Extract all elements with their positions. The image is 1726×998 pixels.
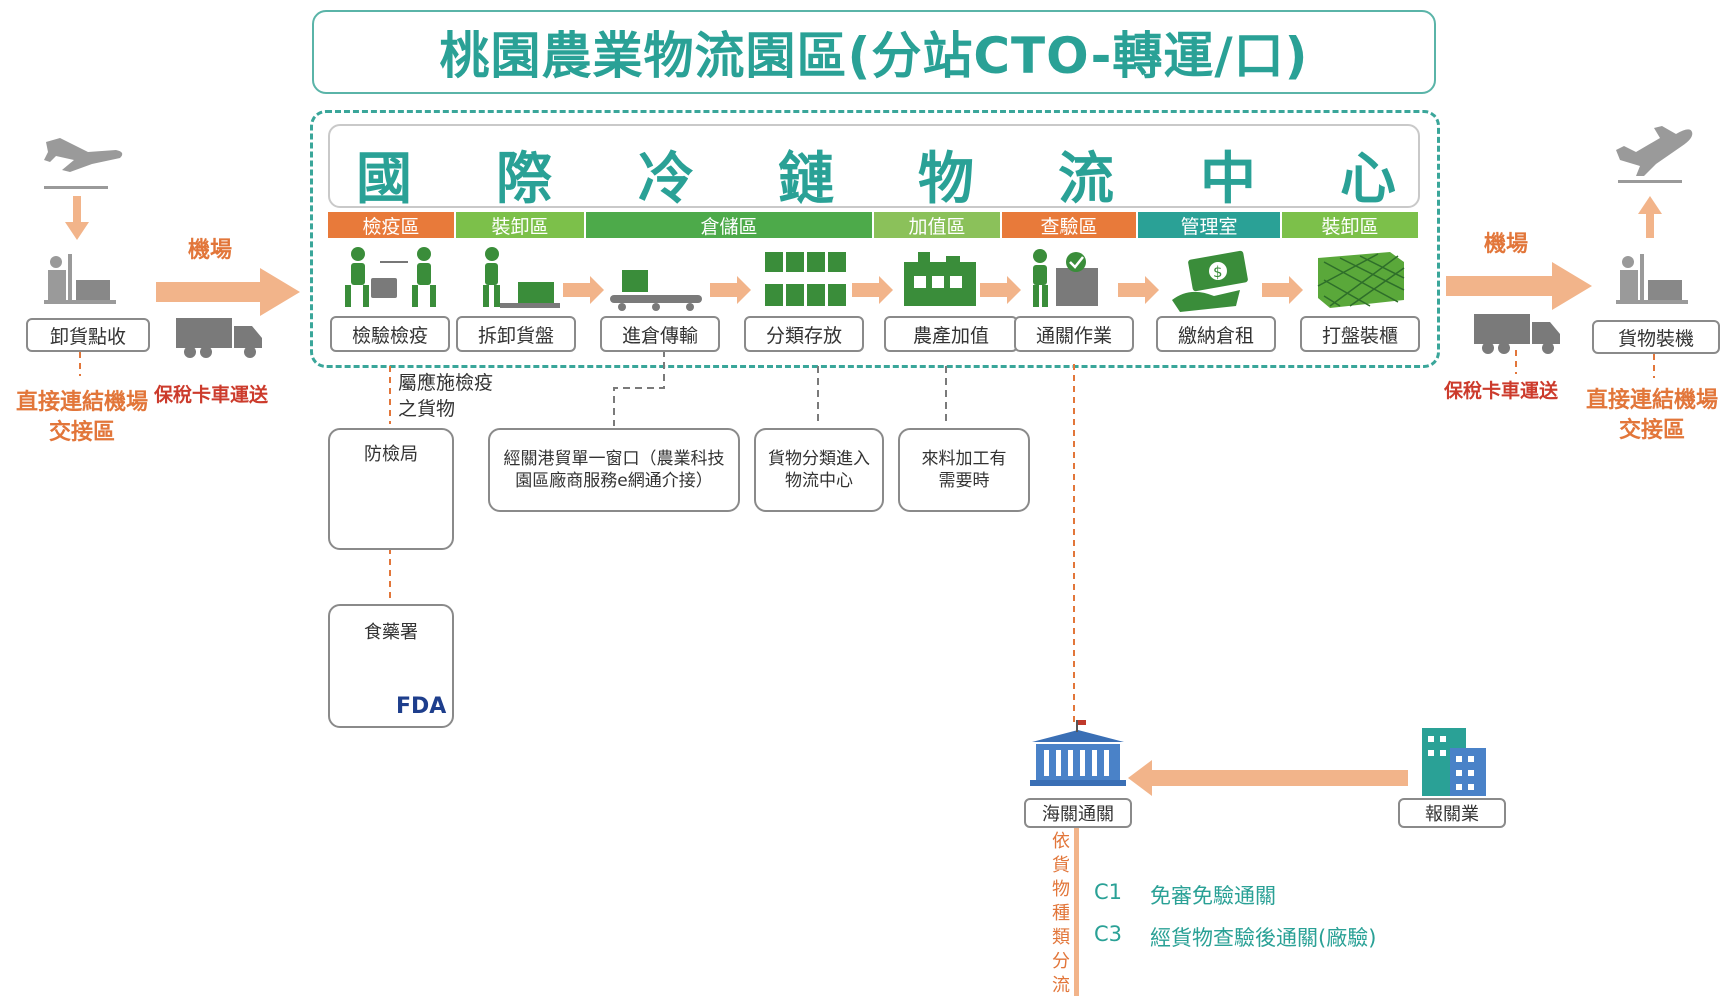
step-value-added: 農產加值 bbox=[884, 316, 1018, 352]
arrow-icon bbox=[852, 276, 893, 304]
center-char: 冷 bbox=[638, 147, 694, 212]
airport-label-right: 機場 bbox=[1484, 232, 1529, 257]
unload-checkin-label: 卸貨點收 bbox=[26, 318, 150, 352]
zone-management: 管理室 bbox=[1138, 212, 1280, 238]
cargo-pallet-icon bbox=[1317, 252, 1405, 308]
money-icon: $ bbox=[1172, 250, 1248, 312]
bonded-truck-label-left: 保稅卡車運送 bbox=[154, 384, 269, 406]
center-char: 鏈 bbox=[778, 147, 834, 212]
step-pay-rent: 繳納倉租 bbox=[1156, 316, 1276, 352]
forklift-right-icon bbox=[1616, 254, 1688, 304]
zone-value-added: 加值區 bbox=[874, 212, 1000, 238]
zone-storage: 倉儲區 bbox=[586, 212, 872, 238]
quarantine-note: 屬應施檢疫之貨物 bbox=[398, 372, 494, 420]
customs-office-label: 海關通關 bbox=[1024, 798, 1132, 828]
route-note: 依貨物種類分流 bbox=[1052, 831, 1070, 996]
step-warehouse-transfer: 進倉傳輸 bbox=[600, 316, 720, 352]
center-char: 物 bbox=[918, 147, 974, 212]
airport-arrow-right-icon bbox=[1446, 262, 1592, 310]
step-sort-storage: 分類存放 bbox=[744, 316, 864, 352]
center-char: 流 bbox=[1058, 147, 1114, 212]
step-unload-pallet: 拆卸貨盤 bbox=[456, 316, 576, 352]
baphiq-box: 防檢局 bbox=[328, 428, 454, 550]
customs-broker-label: 報關業 bbox=[1398, 798, 1506, 828]
c1-code: C1 bbox=[1094, 880, 1123, 904]
grey-connectors bbox=[613, 350, 947, 426]
center-char: 中 bbox=[1200, 147, 1256, 212]
bonded-truck-label-right: 保稅卡車運送 bbox=[1444, 380, 1559, 402]
airport-label-left: 機場 bbox=[188, 238, 233, 263]
step-customs-clearance: 通關作業 bbox=[1014, 316, 1134, 352]
center-char: 際 bbox=[496, 147, 552, 212]
customs-building-icon bbox=[1030, 720, 1126, 786]
down-arrow-icon bbox=[65, 196, 89, 240]
center-char: 國 bbox=[356, 147, 412, 212]
zone-inspection: 查驗區 bbox=[1002, 212, 1136, 238]
airport-handover-label-right: 直接連結機場交接區 bbox=[1585, 388, 1718, 443]
single-window-note: 經關港貿單一窗口（農業科技園區廠商服務e網通介接） bbox=[488, 428, 740, 512]
fda-box: 食藥署 FDA bbox=[328, 604, 454, 728]
truck-right-icon bbox=[1474, 314, 1560, 354]
c3-code: C3 bbox=[1094, 922, 1123, 946]
arrow-icon bbox=[1118, 276, 1159, 304]
c3-text: 經貨物查驗後通關(廠驗) bbox=[1150, 926, 1377, 950]
truck-left-icon bbox=[176, 318, 262, 358]
customs-officer-icon bbox=[1033, 249, 1098, 307]
svg-text:$: $ bbox=[1213, 263, 1223, 281]
conveyor-icon bbox=[610, 270, 702, 311]
factory-icon bbox=[904, 252, 976, 306]
fda-label: 食藥署 bbox=[364, 622, 418, 643]
baphiq-label: 防檢局 bbox=[364, 444, 418, 465]
zone-quarantine: 檢疫區 bbox=[328, 212, 454, 238]
broker-building-icon bbox=[1422, 728, 1486, 796]
title-box: 桃園農業物流園區(分站CTO-轉運/口) bbox=[312, 10, 1436, 94]
processing-note: 來料加工有需要時 bbox=[898, 428, 1030, 512]
arrow-icon bbox=[563, 276, 604, 304]
c1-text: 免審免驗通關 bbox=[1150, 884, 1276, 908]
airport-handover-label-left: 直接連結機場交接區 bbox=[15, 390, 148, 445]
step-arrows bbox=[563, 276, 1303, 304]
fda-logo-text: FDA bbox=[396, 694, 447, 719]
airplane-takeoff-icon bbox=[1616, 126, 1693, 183]
forklift-left-icon bbox=[44, 254, 116, 304]
orange-connectors bbox=[79, 350, 1655, 724]
arrow-icon bbox=[1262, 276, 1303, 304]
step-inspection: 檢驗檢疫 bbox=[330, 316, 450, 352]
center-char: 心 bbox=[1340, 147, 1396, 212]
zone-loading: 裝卸區 bbox=[456, 212, 584, 238]
page-title: 桃園農業物流園區(分站CTO-轉運/口) bbox=[439, 27, 1309, 85]
up-arrow-icon bbox=[1638, 196, 1662, 238]
route-bar bbox=[1074, 826, 1079, 996]
stacked-boxes-icon bbox=[765, 252, 846, 306]
logistics-center-frame bbox=[310, 110, 1440, 368]
arrow-icon bbox=[710, 276, 751, 304]
airplane-landing-icon bbox=[44, 138, 123, 189]
cargo-loading-label: 貨物裝機 bbox=[1592, 320, 1720, 354]
classify-note: 貨物分類進入物流中心 bbox=[754, 428, 884, 512]
center-name-box: 國 際 冷 鏈 物 流 中 心 bbox=[328, 124, 1420, 212]
broker-to-customs-arrow-icon bbox=[1128, 760, 1408, 796]
pallet-jack-icon bbox=[483, 247, 560, 308]
airport-arrow-left-icon bbox=[156, 268, 300, 316]
arrow-icon bbox=[980, 276, 1021, 304]
inspectors-icon bbox=[345, 247, 436, 307]
zone-loading-2: 裝卸區 bbox=[1282, 212, 1418, 238]
step-palletize-load: 打盤裝櫃 bbox=[1300, 316, 1420, 352]
